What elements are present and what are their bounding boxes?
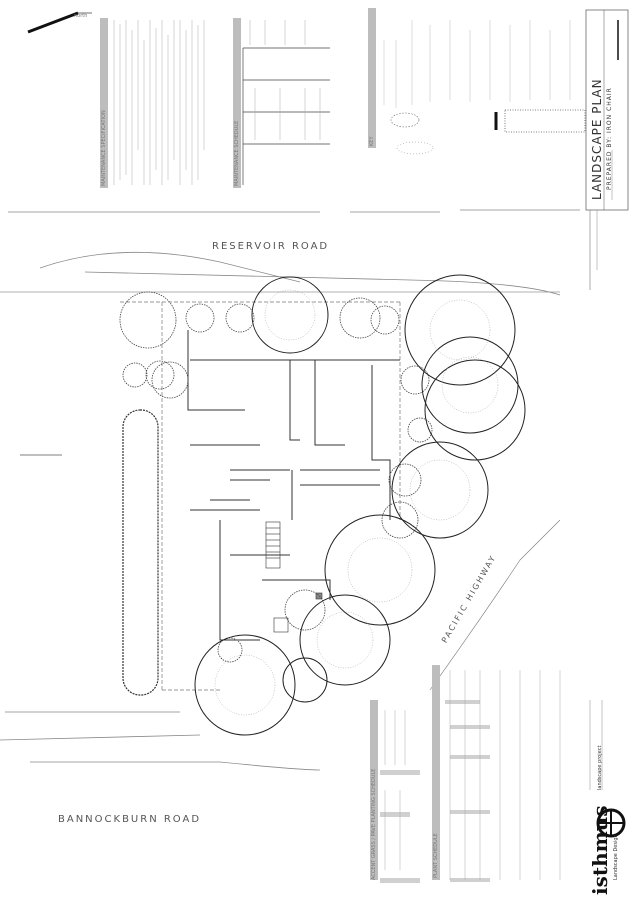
firm-name: isthmus xyxy=(588,805,612,895)
plant-schedule-heading: PLANT SCHEDULE xyxy=(433,833,439,878)
firm-contact: landscape project xyxy=(597,745,603,790)
firm-logo-icon xyxy=(589,700,626,838)
key-legend-block xyxy=(368,8,586,155)
highway-edge xyxy=(429,519,561,691)
north-label: north xyxy=(74,13,88,19)
hedge-row xyxy=(122,409,159,696)
drawing-title: LANDSCAPE PLAN xyxy=(590,78,604,200)
accent-grass-schedule-table xyxy=(370,700,420,883)
title-block xyxy=(585,9,629,290)
road-edges xyxy=(0,209,580,771)
maintenance-specification-heading: MAINTENANCE SPECIFICATION xyxy=(101,110,107,186)
plant-schedule-table xyxy=(432,665,561,882)
shrub-clusters xyxy=(119,291,433,663)
bannockburn-road-label: BANNOCKBURN ROAD xyxy=(58,814,202,825)
firm-tagline: Landscape Design xyxy=(613,834,619,880)
site-boundary xyxy=(120,301,401,691)
accent-grass-schedule-heading: ACCENT GRASS / PAVE PLANTING SCHEDULE xyxy=(371,768,377,880)
building-outlines xyxy=(187,330,400,641)
canopy-texture xyxy=(214,289,499,716)
maintenance-schedule-heading: MAINTENANCE SCHEDULE xyxy=(234,120,240,186)
key-heading: KEY xyxy=(369,136,375,147)
stairs xyxy=(265,521,323,633)
maintenance-specification-block xyxy=(100,18,205,188)
reservoir-road-label: RESERVOIR ROAD xyxy=(212,241,330,252)
maintenance-schedule-table xyxy=(233,18,330,188)
north-arrow-icon xyxy=(27,11,92,34)
drawing-subtitle: PREPARED BY: IRON CHAIR xyxy=(606,87,613,190)
canopy-trees xyxy=(194,274,526,736)
